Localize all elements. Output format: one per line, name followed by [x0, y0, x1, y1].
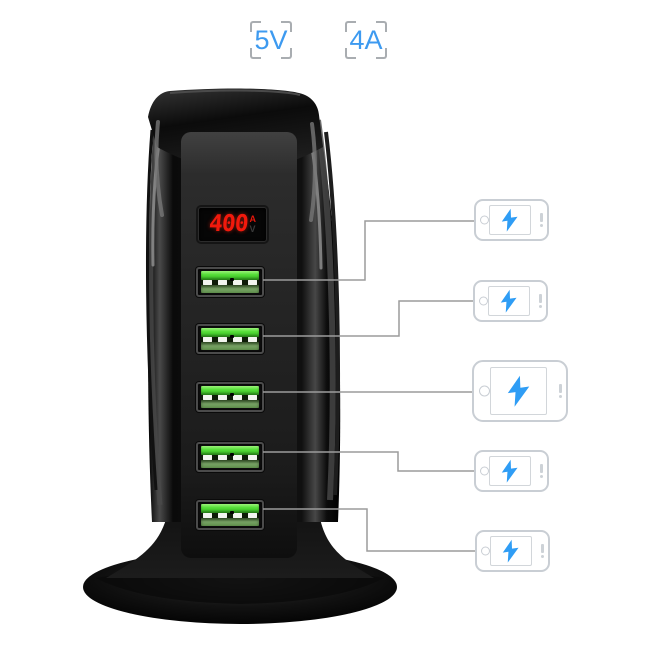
phone-screen — [489, 456, 531, 486]
usb-pins — [201, 394, 259, 400]
tablet-icon — [472, 360, 568, 422]
earpiece-icon — [540, 213, 543, 227]
corner-bracket-icon — [376, 21, 387, 32]
usb-port-2 — [196, 324, 264, 354]
corner-bracket-icon — [250, 48, 261, 59]
phone-icon — [475, 530, 550, 572]
amperage-badge: 4A — [345, 21, 387, 59]
lightning-bolt-icon — [501, 459, 518, 483]
usb-recess — [201, 518, 259, 526]
usb-pins — [201, 279, 259, 285]
usb-port-3 — [196, 382, 264, 412]
usb-recess — [201, 400, 259, 408]
usb-tongue — [201, 504, 259, 514]
home-button — [480, 215, 489, 225]
phone-icon — [474, 450, 549, 492]
usb-tongue — [201, 446, 259, 456]
lightning-bolt-icon — [507, 375, 529, 407]
earpiece-icon — [541, 544, 544, 558]
corner-bracket-icon — [376, 48, 387, 59]
home-button — [479, 385, 490, 397]
usb-port-4 — [196, 442, 264, 472]
usb-recess — [201, 460, 259, 468]
home-button — [480, 466, 489, 476]
home-button — [479, 296, 488, 306]
usb-pins — [201, 336, 259, 342]
display-value: 400 — [207, 211, 249, 237]
corner-bracket-icon — [345, 21, 356, 32]
usb-tongue — [201, 386, 259, 396]
phone-screen — [490, 536, 532, 566]
usb-pins — [201, 454, 259, 460]
usb-port-1 — [196, 267, 264, 297]
corner-bracket-icon — [345, 48, 356, 59]
usb-tongue — [201, 328, 259, 338]
usb-pins — [201, 512, 259, 518]
earpiece-icon — [540, 464, 543, 478]
usb-port-5 — [196, 500, 264, 530]
usb-recess — [201, 285, 259, 293]
volt-unit-indicator: V — [249, 224, 256, 234]
usb-recess — [201, 342, 259, 350]
led-display: 400 A V — [198, 207, 267, 242]
camera-icon — [559, 384, 562, 398]
corner-bracket-icon — [250, 21, 261, 32]
lightning-bolt-icon — [502, 539, 519, 563]
lightning-bolt-icon — [500, 289, 517, 313]
earpiece-icon — [539, 294, 542, 308]
phone-screen — [489, 205, 531, 235]
phone-screen — [488, 286, 530, 316]
usb-tongue — [201, 271, 259, 281]
tablet-screen — [490, 367, 547, 415]
phone-icon — [474, 199, 549, 241]
corner-bracket-icon — [281, 21, 292, 32]
phone-icon — [473, 280, 548, 322]
voltage-badge: 5V — [250, 21, 292, 59]
home-button — [481, 546, 490, 556]
amp-unit-indicator: A — [249, 214, 257, 224]
display-units: A V — [250, 215, 257, 234]
lightning-bolt-icon — [501, 208, 518, 232]
corner-bracket-icon — [281, 48, 292, 59]
